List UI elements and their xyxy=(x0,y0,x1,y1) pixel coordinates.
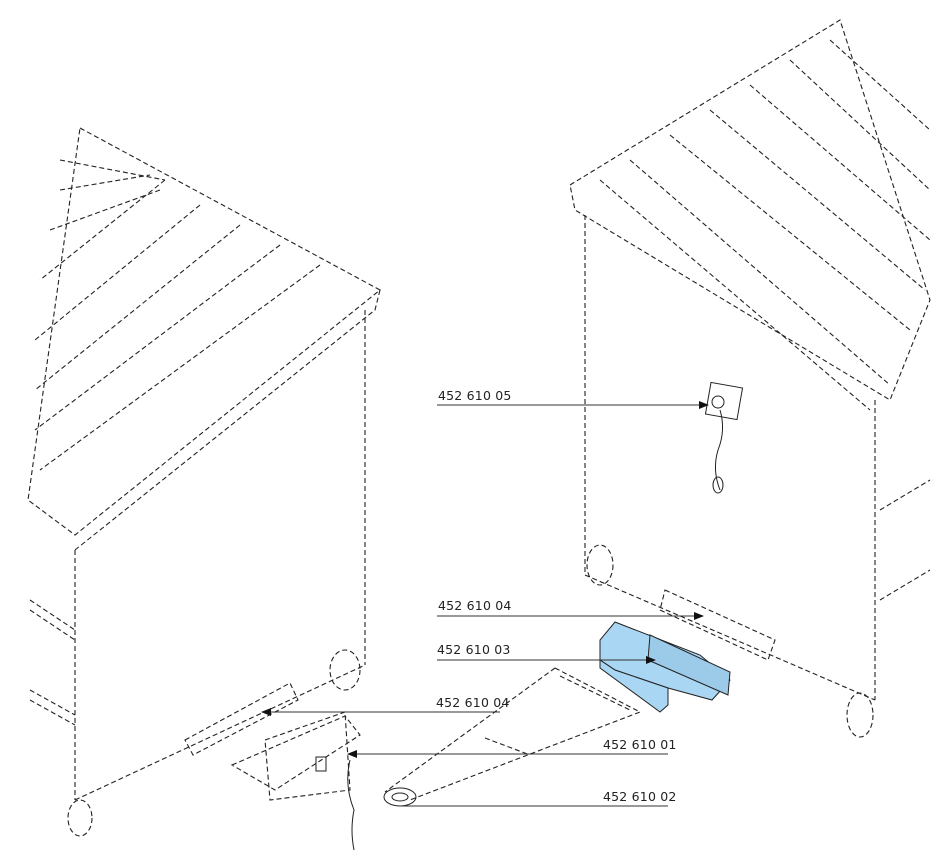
left-container xyxy=(27,127,381,837)
coupling-plate xyxy=(230,711,361,851)
part-label-04-lower: 452 610 04 xyxy=(436,695,510,710)
lock-pin-assembly xyxy=(704,381,744,494)
mounting-bracket xyxy=(599,621,731,713)
right-container xyxy=(569,19,931,738)
part-label-03: 452 610 03 xyxy=(437,642,511,657)
tow-bar xyxy=(383,667,642,807)
part-label-01: 452 610 01 xyxy=(603,737,677,752)
part-label-05: 452 610 05 xyxy=(438,388,512,403)
mount-plate-left xyxy=(184,682,299,756)
part-label-02: 452 610 02 xyxy=(603,789,677,804)
mount-plate-right xyxy=(659,589,776,661)
part-label-04-upper: 452 610 04 xyxy=(438,598,512,613)
